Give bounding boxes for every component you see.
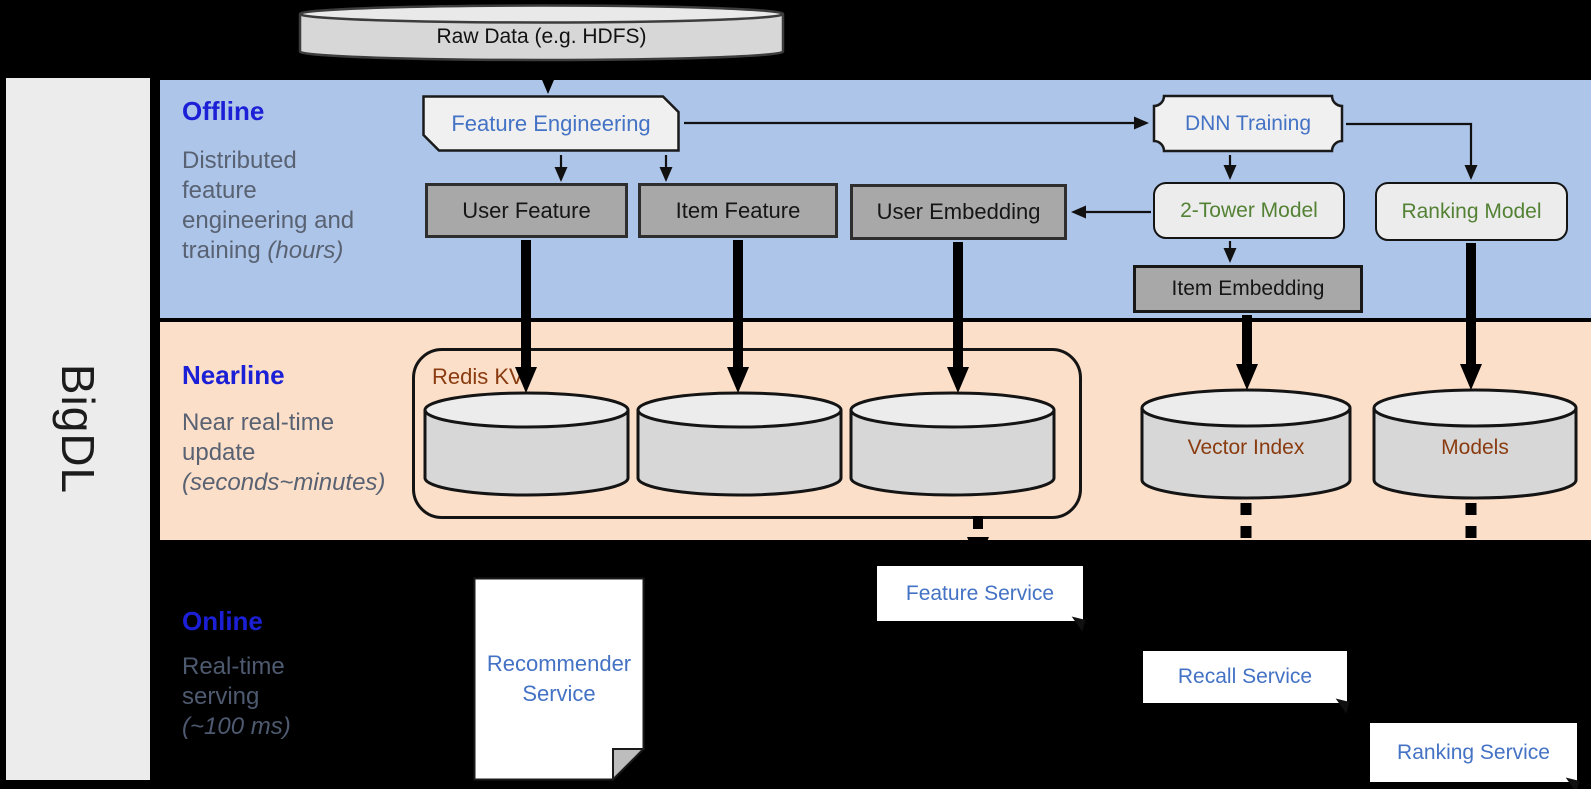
ranking-service-label: Ranking Service (1397, 740, 1550, 764)
online-band (160, 544, 1591, 789)
nearline-desc-line: Near real-time (182, 409, 335, 436)
dnn-training-label: DNN Training (1184, 111, 1312, 135)
item-feature-label: Item Feature (675, 197, 801, 223)
redis-cylinder-3 (849, 391, 1056, 497)
nearline-desc-line: update (182, 439, 256, 466)
offline-desc-line: training (hours) (182, 237, 344, 264)
nearline-title: Nearline (182, 360, 285, 390)
vector-index-store: Vector Index (1140, 388, 1352, 500)
raw-data-label: Raw Data (e.g. HDFS) (436, 25, 647, 48)
redis-kv-container (412, 348, 1082, 519)
vector-index-label: Vector Index (1187, 436, 1305, 459)
ranking-service-node: Ranking Service (1370, 723, 1577, 782)
cylinder-shape (298, 4, 785, 62)
dnn-training-node: DNN Training (1152, 94, 1344, 153)
user-feature-node: User Feature (425, 183, 628, 238)
item-embedding-label: Item Embedding (1171, 277, 1325, 300)
recall-service-label: Recall Service (1177, 665, 1313, 688)
nearline-description: Near real-time update (seconds~minutes) (182, 408, 385, 498)
snip-corner-shape (422, 95, 680, 152)
two-tower-model-node: 2-Tower Model (1153, 182, 1345, 239)
online-desc-line: Real-time (182, 653, 285, 680)
ranking-model-label: Ranking Model (1401, 199, 1542, 223)
nearline-desc-line: (seconds~minutes) (182, 469, 386, 496)
bigdl-logo-text: BigDL (51, 363, 104, 495)
offline-desc-line: engineering and (182, 207, 355, 234)
item-embedding-node: Item Embedding (1133, 265, 1363, 313)
redis-kv-label: Redis KV (432, 364, 524, 389)
plaque-shape (1152, 94, 1344, 153)
recall-service-node: Recall Service (1143, 651, 1347, 703)
ranking-model-node: Ranking Model (1375, 182, 1568, 241)
cylinder-shape (423, 391, 630, 497)
offline-title: Offline (182, 96, 265, 126)
user-embedding-node: User Embedding (850, 184, 1067, 240)
offline-description: Distributed feature engineering and trai… (182, 146, 354, 266)
recommender-service-label: Recommender Service (486, 651, 632, 706)
cylinder-shape (1372, 388, 1578, 500)
feature-engineering-label: Feature Engineering (451, 110, 651, 136)
document-shape (473, 577, 645, 781)
cylinder-shape (1140, 388, 1352, 500)
redis-cylinder-1 (423, 391, 630, 497)
redis-cylinder-2 (636, 391, 843, 497)
feature-engineering-node: Feature Engineering (422, 95, 680, 152)
cylinder-shape (849, 391, 1056, 497)
user-embedding-label: User Embedding (876, 199, 1041, 224)
cylinder-shape (636, 391, 843, 497)
online-desc-line: serving (182, 683, 260, 710)
two-tower-model-label: 2-Tower Model (1180, 198, 1318, 222)
recommender-service-node: Recommender Service (473, 577, 645, 781)
offline-desc-line: feature (182, 177, 257, 204)
raw-data-store: Raw Data (e.g. HDFS) (298, 4, 785, 62)
item-feature-node: Item Feature (638, 183, 838, 238)
online-desc-line: (~100 ms) (182, 713, 291, 740)
online-description: Real-time serving (~100 ms) (182, 652, 291, 742)
models-label: Models (1441, 436, 1509, 459)
offline-desc-line: Distributed (182, 147, 297, 174)
feature-service-label: Feature Service (905, 581, 1055, 605)
models-store: Models (1372, 388, 1578, 500)
bigdl-sidebar: BigDL (6, 78, 150, 780)
user-feature-label: User Feature (462, 197, 591, 223)
feature-service-node: Feature Service (877, 566, 1083, 621)
online-title: Online (182, 606, 263, 636)
